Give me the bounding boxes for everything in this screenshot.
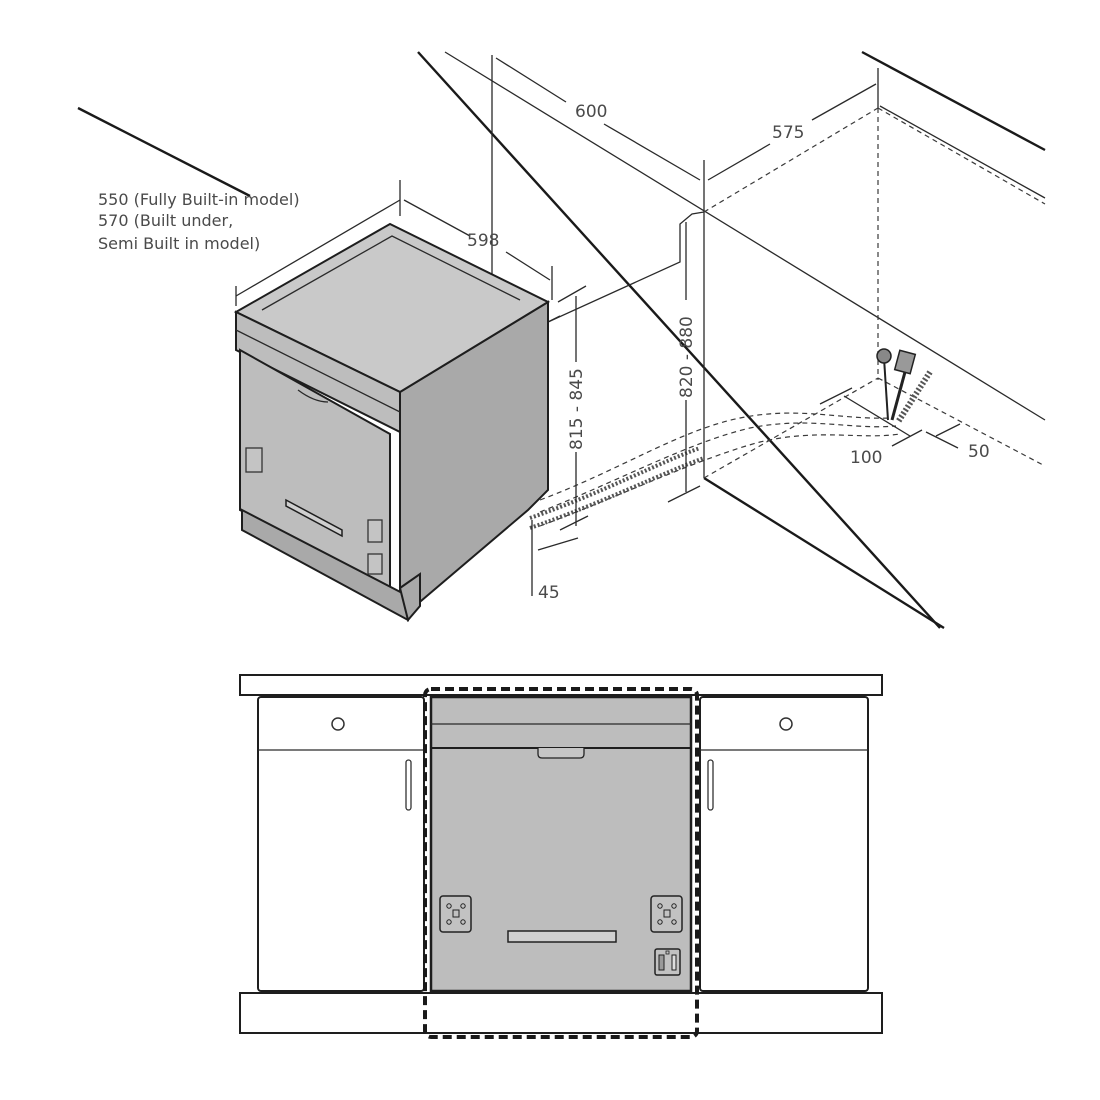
front-view	[239, 674, 883, 1039]
base-plinth	[239, 992, 883, 1034]
connection-50-tick	[925, 431, 959, 449]
dishwasher-control-panel	[235, 310, 401, 434]
left-drawer-knob-icon	[331, 717, 345, 731]
niche-left-ledge	[547, 315, 561, 323]
width-600-dim-b	[603, 123, 701, 181]
connection-fittings	[876, 348, 933, 424]
door-handle-recess	[537, 748, 585, 759]
niche-top-hidden	[703, 107, 879, 213]
hose-dashed-1	[539, 412, 893, 501]
floor-right-edge	[703, 476, 945, 630]
bracket-left-icon	[439, 895, 472, 933]
control-panel-line	[235, 329, 401, 413]
built-in-niche-outline	[423, 687, 699, 1039]
bracket-right-icon	[650, 895, 683, 933]
niche-floor-hidden	[703, 377, 879, 479]
power-plug-icon	[876, 348, 892, 364]
adjustment-port-front-icon	[654, 948, 681, 976]
left-cabinet	[257, 696, 425, 992]
connection-100-tick-a	[819, 387, 853, 405]
hose-dashed-3	[539, 433, 901, 527]
water-valve-icon	[893, 349, 917, 375]
door-bottom-bar	[285, 498, 343, 538]
worktop	[239, 674, 883, 696]
dishwasher-top-inner	[261, 235, 521, 311]
hose-ribbed-2	[529, 456, 705, 530]
depth-575-dim-b	[811, 83, 877, 121]
right-drawer-knob-icon	[779, 717, 793, 731]
niche-back-top-hidden	[877, 107, 1046, 205]
right-door-handle-icon	[707, 759, 714, 811]
depth-note-line1: 550 (Fully Built-in model)	[98, 190, 300, 209]
drain-hose-icon	[895, 370, 933, 424]
dim-label-598: 598	[467, 231, 499, 251]
right-cabinet	[699, 696, 869, 992]
width-598-dim-b	[505, 251, 551, 281]
depth-note-line2: 570 (Built under,	[98, 211, 233, 230]
height-815-tick-b	[559, 515, 589, 531]
depth-dim-line	[235, 199, 401, 297]
niche-floor-back-hidden	[877, 377, 1046, 467]
power-cable	[883, 357, 889, 421]
dishwasher-front-panel	[429, 695, 693, 993]
water-inlet-pipe	[890, 371, 907, 421]
left-cabinet-body	[257, 696, 425, 992]
left-worktop-edge	[77, 106, 251, 198]
counter-back-edge	[444, 51, 1046, 421]
connection-100-tick-b	[891, 429, 923, 447]
right-cabinet-body	[699, 696, 869, 992]
dim-label-50: 50	[968, 442, 990, 462]
door-handle	[297, 389, 329, 403]
hose-ribbed	[529, 446, 701, 520]
counter-front-edge	[417, 51, 941, 629]
right-worktop-edge	[861, 50, 1046, 152]
depth-note-line3: Semi Built in model)	[98, 234, 260, 253]
door-bottom-bar-front	[507, 930, 617, 943]
plinth-45-dim	[537, 537, 579, 551]
dim-label-600: 600	[575, 102, 607, 122]
mounting-bracket-right-icon	[367, 519, 383, 543]
depth-575-dim-a	[707, 143, 771, 181]
connection-50-dim	[935, 423, 961, 437]
adjustment-port-icon	[367, 553, 383, 575]
width-600-dim-a	[495, 57, 567, 103]
dim-label-815-845: 815 - 845	[567, 368, 587, 450]
height-820-tick	[667, 485, 701, 503]
hose-dashed-2	[539, 422, 897, 513]
dishwasher-iso	[233, 222, 551, 623]
height-815-tick-a	[557, 285, 587, 303]
dim-label-575: 575	[772, 123, 804, 143]
dim-label-100: 100	[850, 448, 882, 468]
mounting-bracket-left-icon	[245, 447, 263, 473]
width-598-dim-a	[403, 199, 471, 237]
right-worktop-edge-inner	[879, 105, 1046, 199]
dim-label-45: 45	[538, 583, 560, 603]
dishwasher-front	[429, 695, 693, 993]
dimension-lines	[235, 57, 961, 596]
left-door-handle-icon	[405, 759, 412, 811]
isometric-view: 550 (Fully Built-in model) 570 (Built un…	[77, 50, 1046, 630]
dim-label-820-880: 820 - 880	[677, 316, 697, 398]
connection-100-dim	[843, 395, 911, 437]
dishwasher-foot	[398, 572, 421, 623]
